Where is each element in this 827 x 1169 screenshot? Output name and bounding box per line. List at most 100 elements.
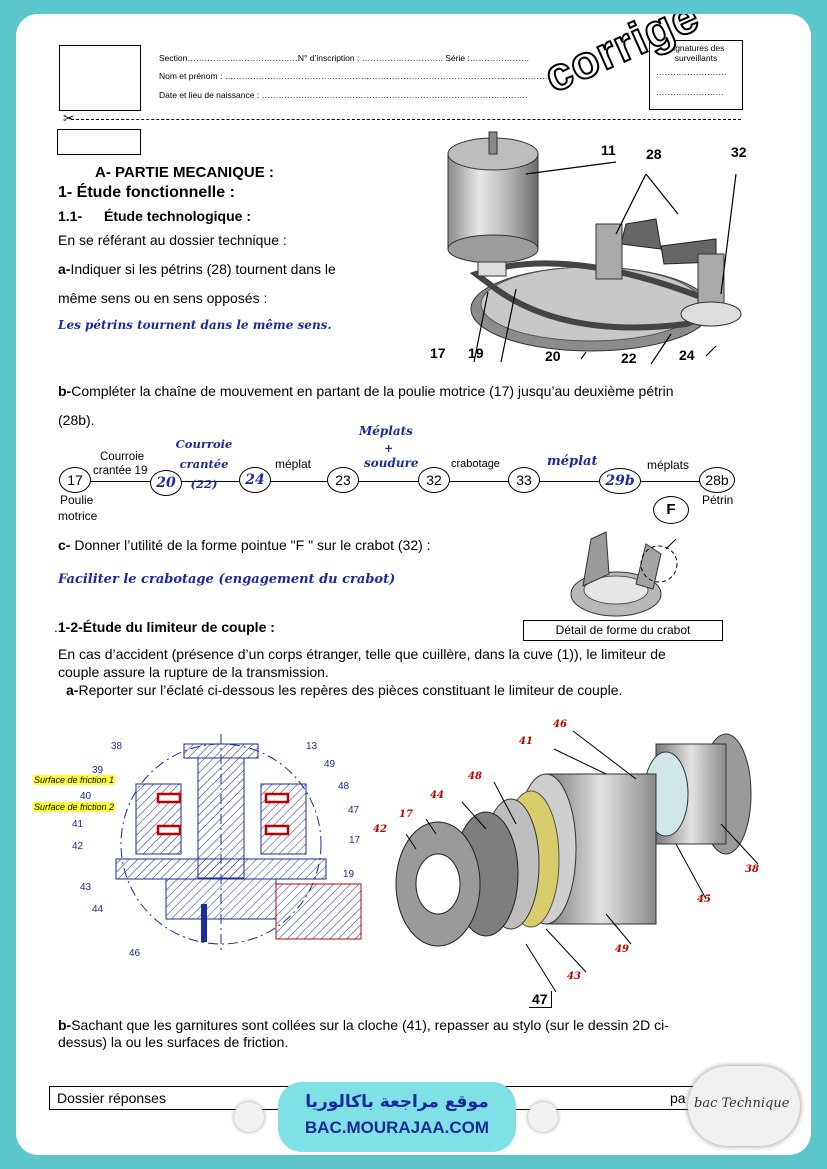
petrin-label: Pétrin	[702, 493, 734, 507]
s12-question-b-line1: Sachant que les garnitures sont collées …	[71, 1017, 669, 1033]
exploded-label-49: 49	[615, 944, 629, 955]
question-c: c- Donner l’utilité de la forme pointue …	[58, 537, 431, 553]
section-label-48: 48	[338, 781, 350, 792]
crabot-drawing	[570, 531, 678, 617]
chain-link-7: méplats	[647, 458, 690, 472]
s12-question-a: a-Reporter sur l’éclaté ci-dessous les r…	[66, 682, 622, 698]
question-a-line1: Indiquer si les pétrins (28) tournent da…	[70, 261, 336, 277]
section-label-13: 13	[306, 741, 318, 752]
exploded-label-44: 44	[430, 790, 444, 801]
chain-line	[74, 481, 734, 482]
watermark-url: BAC.MOURAJAA.COM	[304, 1118, 490, 1137]
bac-technique-text: bac Technique	[694, 1096, 790, 1111]
intro-text: En se référant au dossier technique :	[58, 232, 287, 248]
section-1-title: 1- Étude fonctionnelle :	[58, 184, 235, 201]
question-c-prefix: c-	[58, 537, 71, 553]
question-c-text: Donner l’utilité de la forme pointue "F …	[70, 537, 431, 553]
s12-paragraph-1: En cas d’accident (présence d’un corps é…	[58, 646, 666, 662]
exploded-label-47: 47	[529, 991, 552, 1008]
name-line: Nom et prénom : …………………………………………………………………	[159, 71, 548, 81]
kneader-hook-left	[620, 218, 662, 250]
signature-dots-2: ……………………	[656, 87, 724, 97]
section-label-40: 40	[80, 791, 92, 802]
friction-surface-1: Surface de friction 1	[33, 775, 116, 785]
watermark-banner: موقع مراجعة باكالوريا BAC.MOURAJAA.COM	[278, 1082, 516, 1152]
s12-question-a-text: Reporter sur l’éclaté ci-dessous les rep…	[78, 682, 623, 698]
exploded-label-42: 42	[373, 824, 387, 835]
motor-label-20: 20	[545, 348, 561, 364]
motor-drawing	[447, 131, 742, 365]
grade-box	[57, 129, 141, 155]
detail-caption-box: Détail de forme du crabot	[523, 620, 723, 641]
friction-surface-2: Surface de friction 2	[33, 802, 116, 812]
question-b-line2: (28b).	[58, 412, 95, 428]
part-title: A- PARTIE MECANIQUE :	[95, 164, 274, 181]
photo-box	[59, 45, 141, 111]
section-line: Section…………………………………N° d’inscription : ……	[159, 53, 530, 63]
s12-question-a-prefix: a-	[66, 682, 79, 698]
question-b-prefix: b-	[58, 383, 72, 399]
question-b: b-Compléter la chaîne de mouvement en pa…	[58, 383, 674, 399]
question-a: a-Indiquer si les pétrins (28) tournent …	[58, 261, 336, 277]
section-label-38: 38	[111, 741, 123, 752]
motor-label-28: 28	[646, 146, 662, 162]
exploded-label-43: 43	[567, 971, 581, 982]
poulie-label: Poulie	[60, 493, 94, 507]
chain-node-28b: 28b	[699, 467, 735, 493]
watermark-logo-right-icon	[528, 1102, 558, 1132]
chain-link-2: Courroie crantée (22)	[175, 437, 233, 491]
chain-link-6: méplat	[547, 454, 598, 469]
answer-sheet: Section…………………………………N° d’inscription : ……	[16, 14, 811, 1155]
motrice-label: motrice	[58, 509, 98, 523]
section-11-number: 1.1-	[58, 208, 83, 224]
section-label-42: 42	[72, 841, 84, 852]
section-drawing	[115, 734, 362, 954]
section-12-title: 1-2-Étude du limiteur de couple :	[57, 619, 275, 635]
chain-node-17: 17	[59, 467, 91, 493]
section-label-43: 43	[80, 882, 92, 893]
question-a-prefix: a-	[58, 261, 71, 277]
footer-left: Dossier réponses	[57, 1090, 166, 1106]
section-label-39: 39	[92, 765, 104, 776]
question-a-line2: même sens ou en sens opposés :	[58, 290, 268, 306]
signatures-label: Signatures des surveillants	[667, 43, 725, 63]
section-12-prefix: .	[54, 619, 58, 635]
section-label-44: 44	[92, 904, 104, 915]
chain-link-5: crabotage	[451, 458, 500, 470]
chain-link-4c: soudure	[364, 456, 419, 470]
chain-link-4b: +	[384, 442, 394, 455]
signature-dots-1: …………………….	[656, 67, 727, 77]
chain-node-33: 33	[508, 467, 540, 493]
chain-node-29b: 29b	[599, 468, 641, 494]
exploded-label-17: 17	[399, 809, 413, 820]
section-label-47: 47	[348, 805, 360, 816]
exploded-label-41: 41	[519, 736, 533, 747]
motor-label-17: 17	[430, 345, 446, 361]
birth-line: Date et lieu de naissance : …………………………………	[159, 90, 528, 100]
exploded-label-45: 45	[697, 894, 711, 905]
watermark-logo-left-icon	[234, 1102, 264, 1132]
chain-node-32: 32	[418, 467, 450, 493]
section-label-49: 49	[324, 759, 336, 770]
question-b-line1: Compléter la chaîne de mouvement en part…	[71, 383, 674, 399]
motor-label-22: 22	[621, 350, 637, 366]
s12-question-b-line2: dessus) la ou les surfaces de friction.	[58, 1034, 289, 1050]
exploded-label-48: 48	[468, 771, 482, 782]
answer-a: Les pétrins tournent dans le même sens.	[58, 318, 332, 332]
section-label-46: 46	[129, 948, 141, 959]
answer-c: Faciliter le crabotage (engagement du cr…	[58, 572, 396, 587]
bac-technique-logo: bac Technique	[688, 1066, 800, 1146]
s12-paragraph-2: couple assure la rupture de la transmiss…	[58, 664, 329, 680]
section-label-41: 41	[72, 819, 84, 830]
s12-question-b-prefix: b-	[58, 1017, 72, 1033]
section-label-19: 19	[343, 869, 355, 880]
chain-link-1a: Courroie	[100, 451, 145, 463]
motor-label-24: 24	[679, 347, 695, 363]
motor-label-11: 11	[601, 142, 616, 158]
chain-node-24: 24	[239, 467, 271, 493]
watermark-arabic: موقع مراجعة باكالوريا	[305, 1092, 489, 1112]
signature-box: Signatures des surveillants ……………………. ………	[649, 40, 743, 110]
exploded-view	[395, 730, 759, 993]
section-12: .1-2-Étude du limiteur de couple :	[54, 619, 275, 635]
exploded-label-38: 38	[745, 864, 759, 875]
